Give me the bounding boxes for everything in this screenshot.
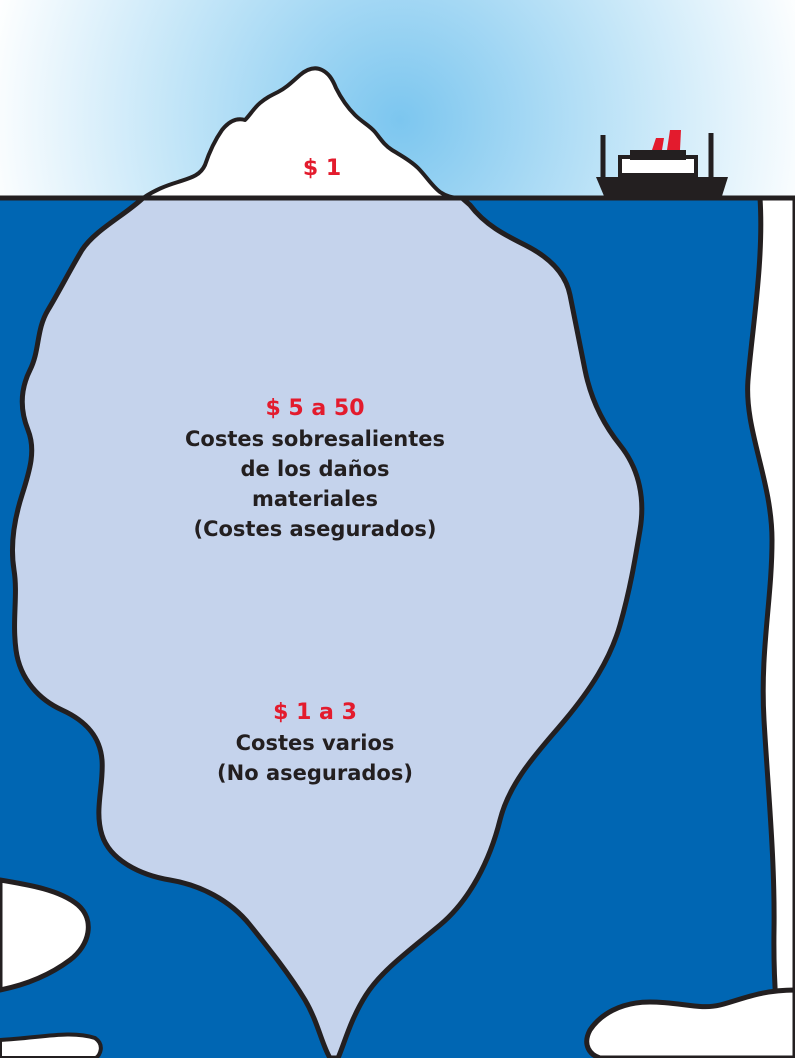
insured-costs-line-2: de los daños [240, 457, 390, 481]
uninsured-costs-amount: $ 1 a 3 [273, 700, 357, 725]
iceberg-underwater [9, 195, 645, 1058]
sea-right-edge [745, 195, 795, 1058]
insured-costs-line-1: Costes sobresalientes [184, 427, 446, 451]
insured-costs-line-4: (Costes asegurados) [193, 517, 437, 541]
tip-amount: $ 1 [302, 156, 342, 181]
uninsured-costs-label: $ 1 a 3 Costes varios (No asegurados) [165, 698, 465, 788]
sea-bottom-left-shore [0, 1032, 103, 1058]
ship-icon [596, 130, 728, 196]
insured-costs-line-3: materiales [252, 487, 378, 511]
insured-costs-amount: $ 5 a 50 [265, 396, 365, 421]
iceberg-tip [141, 66, 464, 200]
uninsured-costs-line-2: (No asegurados) [217, 761, 413, 785]
tip-cost-label: $ 1 [262, 154, 382, 184]
uninsured-costs-line-1: Costes varios [235, 731, 395, 755]
sea-bottom-right-edge [584, 987, 795, 1058]
insured-costs-label: $ 5 a 50 Costes sobresalientes de los da… [140, 394, 490, 544]
sea-bottom-left-edge [0, 877, 91, 993]
